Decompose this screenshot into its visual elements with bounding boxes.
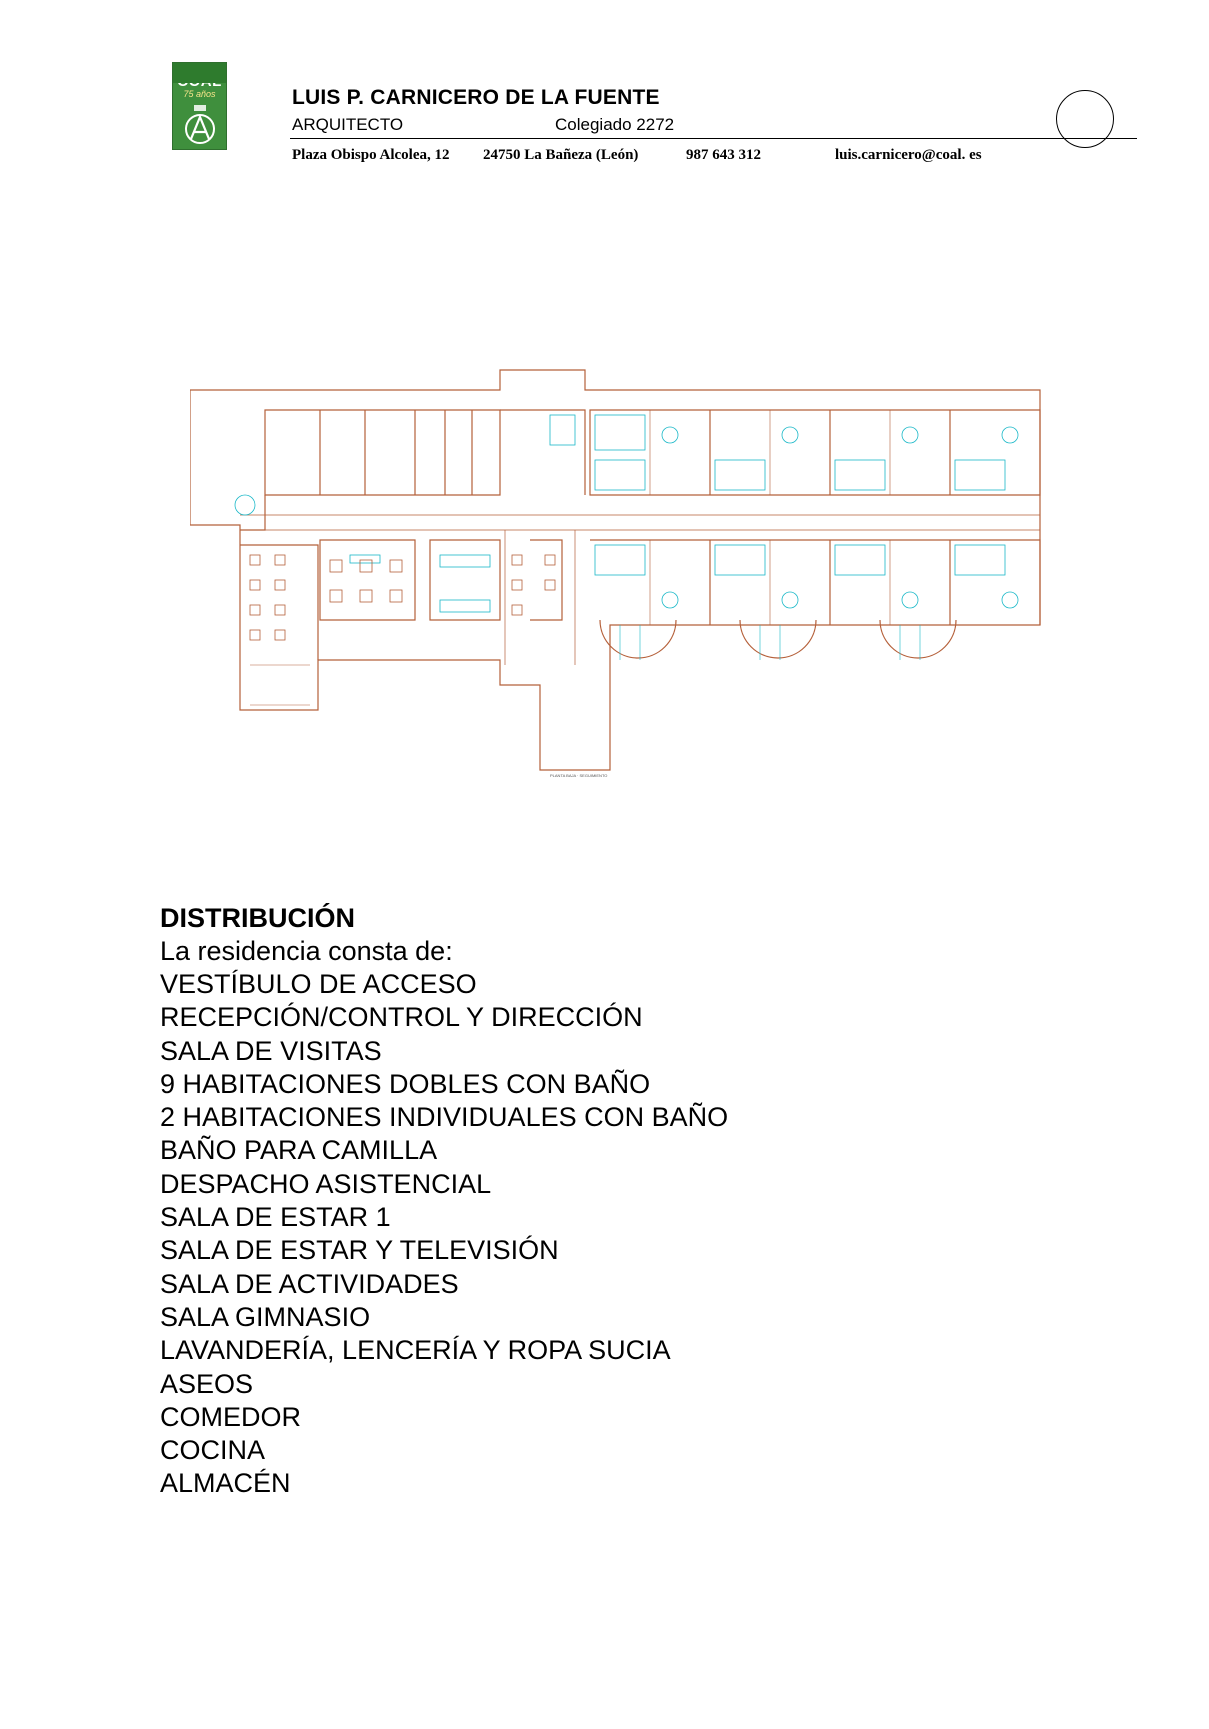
list-item: ALMACÉN xyxy=(160,1468,291,1499)
list-item: SALA DE ESTAR Y TELEVISIÓN xyxy=(160,1235,559,1266)
architect-registration: Colegiado 2272 xyxy=(555,115,675,134)
distribution-title: DISTRIBUCIÓN xyxy=(160,903,355,933)
contact-city: 24750 La Bañeza (León) xyxy=(483,147,639,163)
list-item: SALA DE VISITAS xyxy=(160,1035,382,1066)
list-item: 9 HABITACIONES DOBLES CON BAÑO xyxy=(160,1068,651,1099)
list-item: LAVANDERÍA, LENCERÍA Y ROPA SUCIA xyxy=(160,1335,671,1366)
list-item: ASEOS xyxy=(160,1368,254,1399)
list-item: SALA DE ESTAR 1 xyxy=(160,1202,391,1233)
list-item: 2 HABITACIONES INDIVIDUALES CON BAÑO xyxy=(160,1102,729,1133)
list-item: COCINA xyxy=(160,1435,266,1466)
contact-email[interactable]: luis.carnicero@coal. es xyxy=(835,147,982,163)
distribution-intro: La residencia consta de: xyxy=(160,936,453,966)
contact-address: Plaza Obispo Alcolea, 12 xyxy=(292,147,450,163)
contact-phone: 987 643 312 xyxy=(686,147,761,163)
list-item: SALA DE ACTIVIDADES xyxy=(160,1268,459,1299)
header-circle xyxy=(1056,90,1114,148)
plan-caption: PLANTA BAJA · SEGUIMIENTO xyxy=(550,773,607,778)
logo-emblem-icon xyxy=(185,105,215,144)
list-item: SALA GIMNASIO xyxy=(160,1301,371,1332)
list-item: DESPACHO ASISTENCIAL xyxy=(160,1168,492,1199)
list-item: VESTÍBULO DE ACCESO xyxy=(160,969,477,999)
list-item: COMEDOR xyxy=(160,1401,301,1432)
list-item: RECEPCIÓN/CONTROL Y DIRECCIÓN xyxy=(160,1002,643,1033)
list-item: BAÑO PARA CAMILLA xyxy=(160,1135,438,1166)
distribution-list: VESTÍBULO DE ACCESO RECEPCIÓN/CONTROL Y … xyxy=(160,968,1060,1501)
logo-band xyxy=(173,63,226,83)
distribution-section: DISTRIBUCIÓN La residencia consta de: VE… xyxy=(160,901,1060,1501)
floor-plan: PLANTA BAJA · SEGUIMIENTO xyxy=(190,369,1041,778)
architect-title: ARQUITECTO xyxy=(292,115,404,134)
architect-name: LUIS P. CARNICERO DE LA FUENTE xyxy=(292,86,660,109)
logo-anniversary: 75 años xyxy=(183,89,216,99)
header-rule xyxy=(290,138,1137,139)
coal-logo: 1931-2006 COAL 75 años xyxy=(172,62,227,150)
